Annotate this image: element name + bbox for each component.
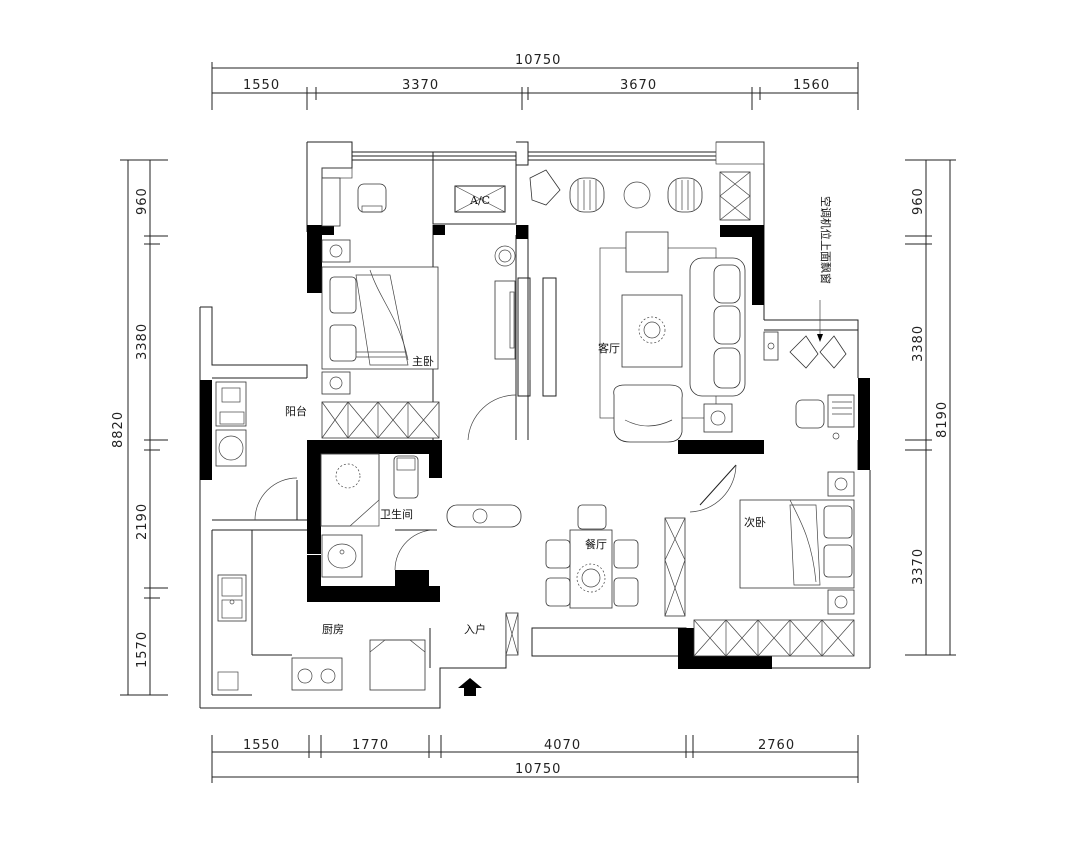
room-label-dining-room: 餐厅 [585,537,607,551]
room-label-entrance: 入户 [464,622,486,636]
dim-right-total: 8190 [935,401,950,438]
dim-right-seg-3: 3370 [911,548,926,585]
dimension-right: 960 3380 3370 8190 [905,159,956,656]
dim-bottom-seg-3: 4070 [544,738,581,753]
ac-note: 空调机位上面飘窗 [817,196,833,342]
master-bedroom: 主卧 [321,177,516,439]
dim-top-seg-2: 3370 [402,78,439,93]
dim-top-seg-4: 1560 [793,78,830,93]
dimension-top: 10750 1550 3370 3670 1560 [211,53,859,110]
room-label-bathroom: 卫生间 [380,507,413,521]
doors [254,277,737,571]
dimension-bottom: 1550 1770 4070 2760 10750 [211,735,859,783]
bathroom: 卫生间 [320,453,522,578]
kitchen: 厨房 [217,574,426,691]
balcony: 阳台 [215,381,307,467]
dim-top-total: 10750 [515,53,561,68]
dim-top-seg-1: 1550 [243,78,280,93]
dim-left-total: 8820 [111,411,126,448]
dim-bottom-seg-2: 1770 [352,738,389,753]
ac-note-text: 空调机位上面飘窗 [819,196,833,284]
living-room: 客厅 [529,169,751,443]
dim-left-seg-4: 1570 [135,631,150,668]
entrance: 入户 [429,612,519,696]
room-label-kitchen: 厨房 [322,623,344,636]
dim-right-seg-1: 960 [911,187,926,215]
solid-walls [200,225,870,669]
second-bedroom: 次卧 [664,331,855,657]
dim-bottom-seg-4: 2760 [758,738,795,753]
dim-left-seg-1: 960 [135,187,150,215]
room-label-second-bedroom: 次卧 [744,515,766,529]
entrance-arrow-icon [458,678,482,696]
dim-left-seg-2: 3380 [135,323,150,360]
dining-room: 餐厅 [545,504,639,609]
dim-bottom-seg-1: 1550 [243,738,280,753]
dim-left-seg-3: 2190 [135,503,150,540]
room-label-master-bedroom: 主卧 [412,355,434,368]
dim-bottom-total: 10750 [515,762,561,777]
dim-right-seg-2: 3380 [911,325,926,362]
dimension-left: 8820 960 3380 2190 1570 [111,159,168,696]
room-label-balcony: 阳台 [285,404,307,418]
dim-top-seg-3: 3670 [620,78,657,93]
room-label-living-room: 客厅 [598,341,620,355]
ac-unit-label: A/C [469,194,490,207]
